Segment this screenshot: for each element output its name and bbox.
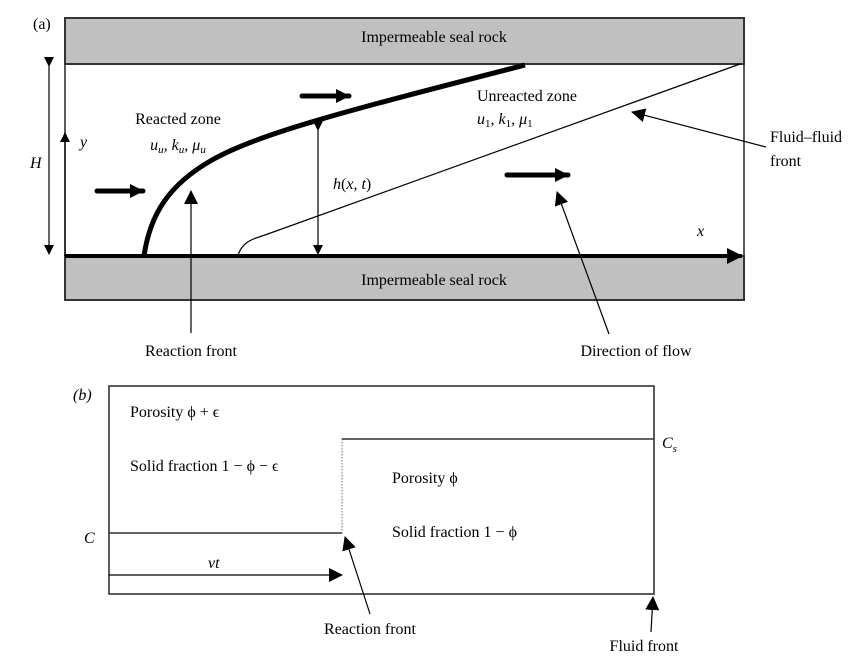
c-label: C xyxy=(84,530,95,547)
top-seal-rock-label: Impermeable seal rock xyxy=(361,29,507,46)
bottom-seal-rock xyxy=(64,255,745,301)
fluid-fluid-front-pointer xyxy=(631,108,767,148)
right-porosity-label: Porosity ϕ xyxy=(392,470,458,487)
panel-b-tag: (b) xyxy=(73,387,92,404)
panel-a-tag: (a) xyxy=(33,16,51,33)
y-axis-label: y xyxy=(78,134,88,151)
right-solid-fraction-label: Solid fraction 1 − ϕ xyxy=(392,524,517,541)
vt-label: vt xyxy=(208,555,220,572)
direction-of-flow-pointer xyxy=(554,191,610,335)
panel-b: (b) C Cs vt Porosity ϕ + ϵ Solid fractio… xyxy=(73,385,679,655)
panel-a: (a) Impermeable seal rock Impermeable se… xyxy=(29,16,842,360)
left-porosity-label: Porosity ϕ + ϵ xyxy=(130,404,220,421)
reaction-front-pointer-b xyxy=(342,536,371,615)
fluid-front-pointer xyxy=(645,596,660,633)
fluid-fluid-front-label-1: Fluid–fluid xyxy=(770,129,842,146)
x-axis-label: x xyxy=(696,223,704,240)
top-seal-rock xyxy=(64,17,745,65)
unreacted-zone-title: Unreacted zone xyxy=(477,88,577,105)
height-label: H xyxy=(29,155,43,172)
cs-label: Cs xyxy=(662,435,677,455)
reaction-front-curve xyxy=(141,62,526,257)
reaction-front-label-b: Reaction front xyxy=(324,621,417,638)
fluid-fluid-front-label-2: front xyxy=(770,153,802,170)
bottom-seal-rock-label: Impermeable seal rock xyxy=(361,272,507,289)
left-solid-fraction-label: Solid fraction 1 − ϕ − ϵ xyxy=(130,458,279,475)
interface-height-label: h(x, t) xyxy=(333,176,371,193)
panel-b-frame xyxy=(108,385,655,595)
reaction-front-label: Reaction front xyxy=(145,343,238,360)
reacted-zone-title: Reacted zone xyxy=(135,111,221,128)
fluid-front-label: Fluid front xyxy=(610,638,679,655)
reacted-zone-params: uu, ku, μu xyxy=(150,137,206,156)
unreacted-zone-params: u1, k1, μ1 xyxy=(477,111,533,130)
direction-of-flow-label: Direction of flow xyxy=(580,343,692,360)
fluid-fluid-front-curve xyxy=(237,63,741,256)
